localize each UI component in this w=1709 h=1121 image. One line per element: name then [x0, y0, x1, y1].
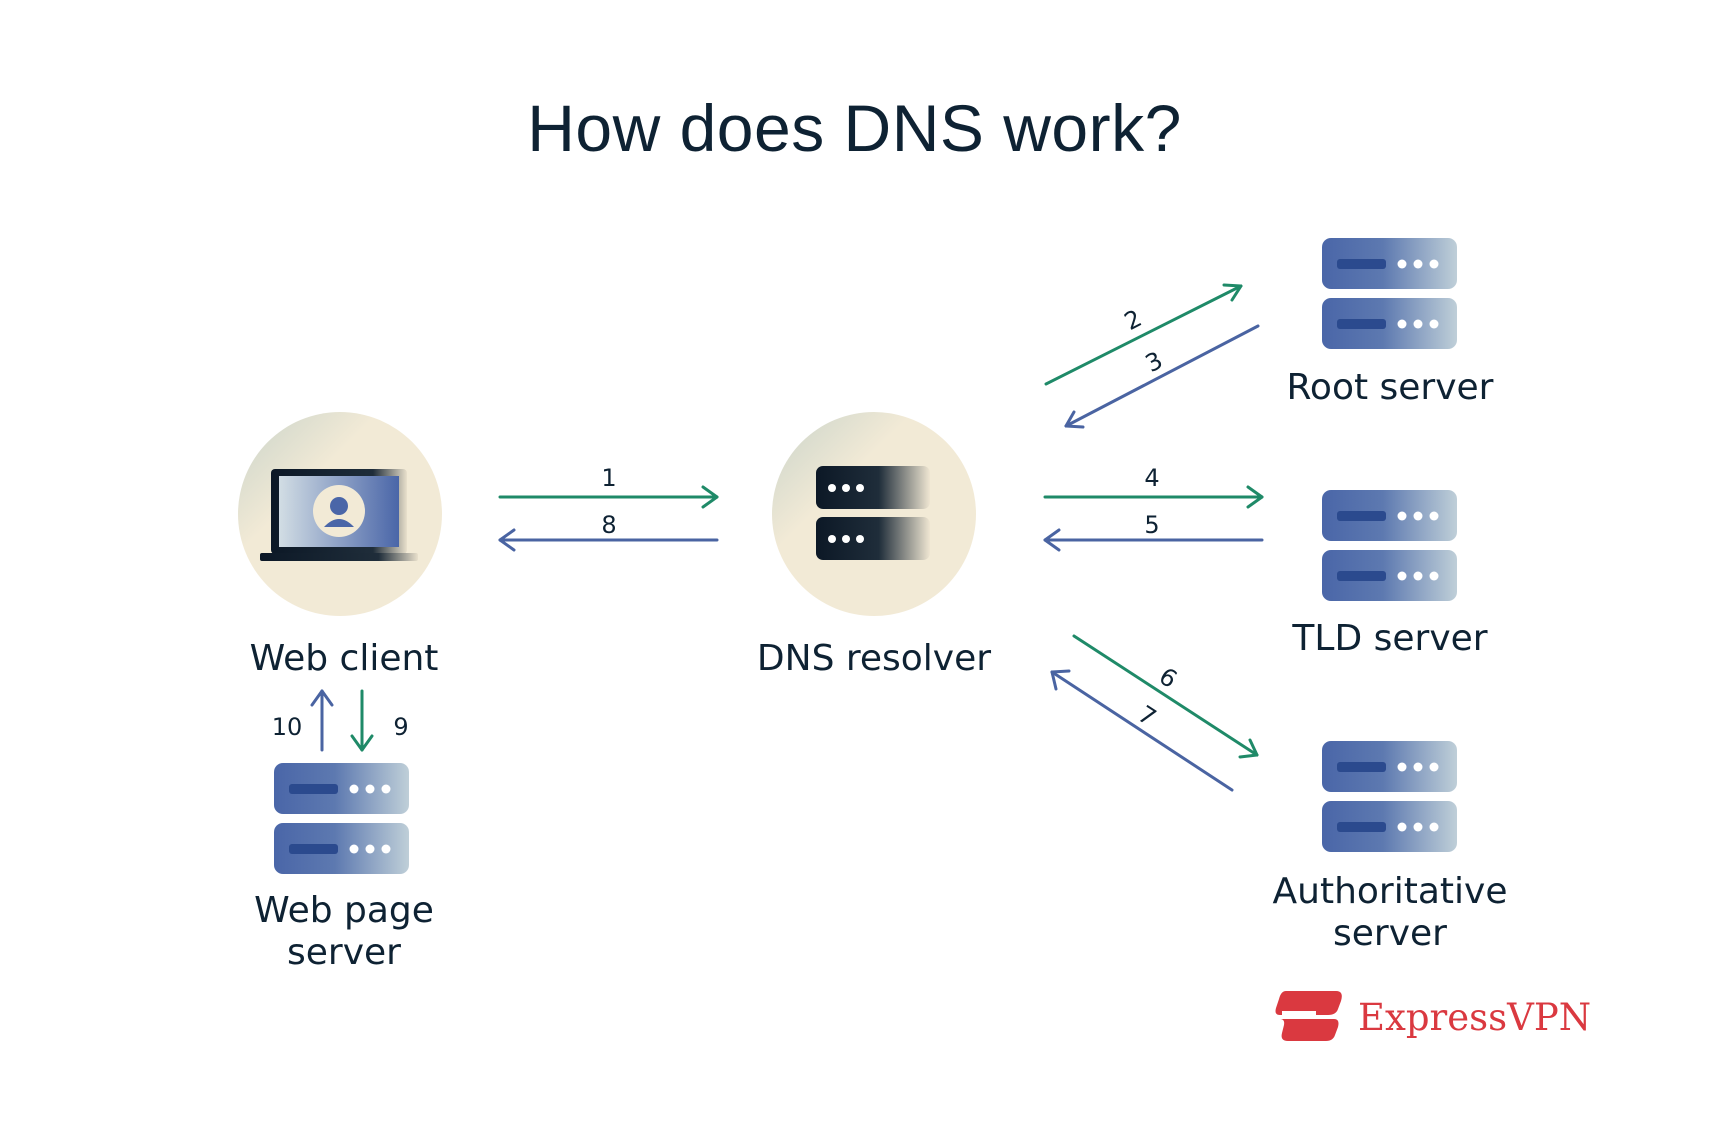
dns-resolver-label: DNS resolver: [756, 638, 992, 679]
step-label-10: 10: [272, 713, 303, 741]
diagram-title: How does DNS work?: [527, 91, 1182, 165]
arrow-step-8: [498, 528, 719, 552]
dns-resolver-circle: [772, 412, 976, 616]
step-label-9: 9: [393, 713, 408, 741]
authoritative-server-label-line-2: server: [1333, 913, 1447, 954]
root-server-icon: [1322, 238, 1457, 349]
authoritative-server-icon: [1322, 741, 1457, 852]
step-label-2: 2: [1120, 304, 1146, 336]
expressvpn-logo-icon: [1275, 991, 1342, 1041]
step-label-4: 4: [1144, 464, 1159, 492]
authoritative-server-label: Authoritative server: [1245, 871, 1535, 955]
arrow-step-4: [1043, 485, 1264, 509]
resolver-server-icon: [816, 466, 930, 560]
step-label-1: 1: [601, 464, 616, 492]
arrow-step-6: [1072, 634, 1259, 759]
web-client-node: [238, 412, 442, 616]
laptop-user-icon: [260, 469, 418, 561]
web-client-label: Web client: [249, 638, 439, 679]
web-page-server-icon: [274, 763, 409, 874]
arrow-step-7: [1050, 669, 1234, 792]
web-page-server-label-line-2: server: [287, 932, 401, 973]
web-page-server-label-line-1: Web page: [254, 890, 434, 931]
tld-server-icon: [1322, 490, 1457, 601]
root-server-label: Root server: [1286, 367, 1494, 408]
brand-wordmark: ExpressVPN: [1358, 996, 1592, 1039]
dns-resolver-node: [772, 412, 976, 616]
step-label-3: 3: [1141, 346, 1167, 378]
authoritative-server-label-line-1: Authoritative: [1272, 871, 1508, 912]
web-page-server-label: Web page server: [214, 890, 474, 974]
tld-server-label: TLD server: [1292, 618, 1488, 659]
arrow-step-10: [310, 689, 334, 752]
step-label-5: 5: [1144, 511, 1159, 539]
arrow-step-2: [1044, 283, 1243, 386]
arrow-step-1: [498, 485, 719, 509]
arrow-step-9: [350, 689, 374, 752]
arrow-step-5: [1043, 528, 1264, 552]
arrow-step-3: [1064, 324, 1260, 429]
step-label-8: 8: [601, 511, 616, 539]
